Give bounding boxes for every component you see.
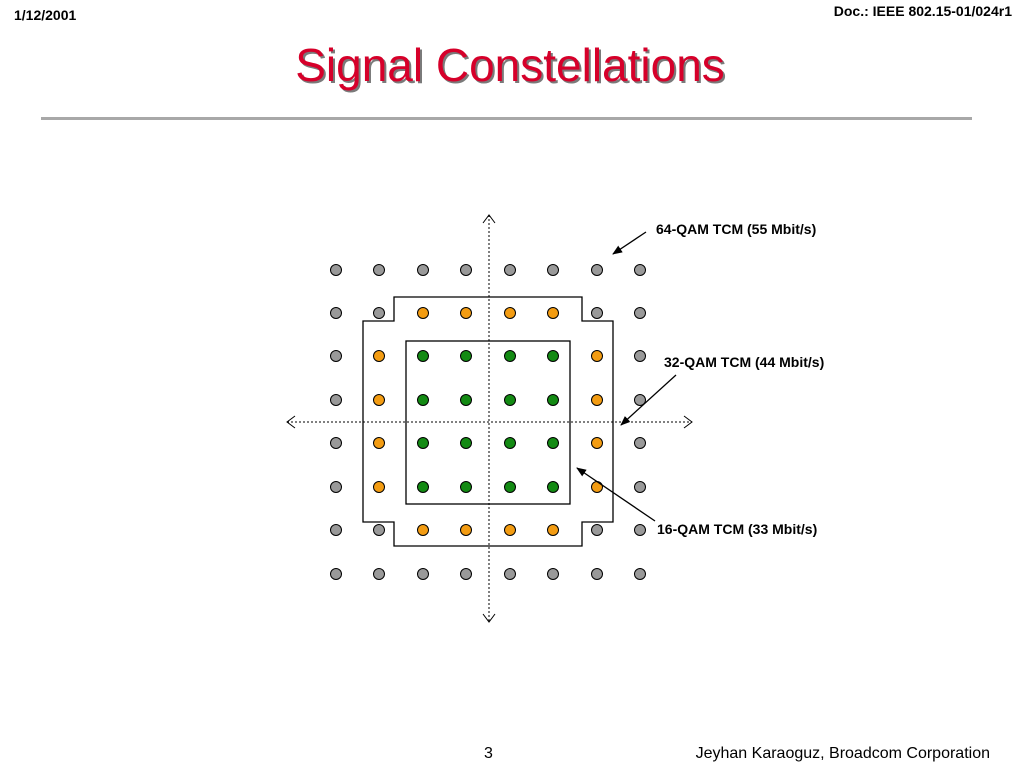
qam64-point — [504, 264, 516, 276]
qam32-point — [460, 307, 472, 319]
qam32-point — [547, 524, 559, 536]
qam64-label: 64-QAM TCM (55 Mbit/s) — [656, 221, 816, 237]
qam16-point — [547, 350, 559, 362]
qam32-point — [373, 394, 385, 406]
qam64-point — [330, 481, 342, 493]
slide-title: Signal Constellations — [295, 39, 725, 91]
qam64-point — [634, 524, 646, 536]
qam64-point — [330, 307, 342, 319]
qam32-point — [417, 524, 429, 536]
qam32-point — [373, 481, 385, 493]
axes — [286, 214, 693, 623]
qam64-point — [373, 524, 385, 536]
qam32-point — [547, 307, 559, 319]
qam64-point — [547, 264, 559, 276]
qam32-point — [417, 307, 429, 319]
right-axis-arrowhead — [683, 415, 693, 429]
qam16-arrow — [576, 467, 656, 522]
constellation-points — [330, 264, 646, 580]
qam64-point — [591, 524, 603, 536]
qam64-point — [634, 437, 646, 449]
qam64-point — [330, 524, 342, 536]
qam16-point — [460, 350, 472, 362]
qam64-point — [634, 481, 646, 493]
footer-author: Jeyhan Karaoguz, Broadcom Corporation — [695, 745, 990, 762]
qam64-point — [591, 568, 603, 580]
qam16-point — [417, 350, 429, 362]
qam64-point — [417, 264, 429, 276]
qam64-arrow — [612, 231, 647, 255]
qam16-point — [460, 437, 472, 449]
qam64-point — [634, 264, 646, 276]
qam32-point — [591, 350, 603, 362]
header-date: 1/12/2001 — [14, 7, 77, 23]
page-number: 3 — [484, 745, 493, 762]
title-divider — [41, 117, 972, 120]
qam32-point — [373, 350, 385, 362]
qam32-arrow — [620, 374, 677, 426]
qam64-point — [330, 568, 342, 580]
qam64-point — [591, 307, 603, 319]
qam32-point — [591, 394, 603, 406]
qam32-point — [591, 437, 603, 449]
qam32-boundary — [362, 296, 614, 547]
qam64-point — [460, 264, 472, 276]
top-axis-arrowhead — [482, 214, 496, 224]
qam16-point — [504, 394, 516, 406]
bottom-axis-arrowhead — [482, 613, 496, 623]
qam32-label: 32-QAM TCM (44 Mbit/s) — [664, 354, 824, 370]
qam64-point — [460, 568, 472, 580]
qam32-point — [504, 524, 516, 536]
qam32-point — [504, 307, 516, 319]
qam64-point — [634, 394, 646, 406]
qam64-point — [547, 568, 559, 580]
qam64-point — [373, 264, 385, 276]
qam64-point — [634, 350, 646, 362]
qam16-point — [417, 394, 429, 406]
qam64-point — [373, 307, 385, 319]
qam16-point — [504, 350, 516, 362]
qam64-point — [417, 568, 429, 580]
left-axis-arrowhead — [286, 415, 296, 429]
qam16-point — [417, 437, 429, 449]
qam64-point — [330, 264, 342, 276]
qam16-point — [460, 394, 472, 406]
qam64-point — [591, 264, 603, 276]
qam16-point — [547, 394, 559, 406]
qam16-point — [547, 437, 559, 449]
qam32-point — [460, 524, 472, 536]
qam64-point — [634, 307, 646, 319]
qam64-point — [330, 394, 342, 406]
qam64-point — [330, 350, 342, 362]
qam64-point — [634, 568, 646, 580]
qam16-point — [504, 437, 516, 449]
qam64-point — [504, 568, 516, 580]
qam16-boundary — [405, 340, 571, 505]
qam16-point — [417, 481, 429, 493]
qam64-point — [373, 568, 385, 580]
qam16-point — [504, 481, 516, 493]
qam16-point — [460, 481, 472, 493]
qam32-point — [373, 437, 385, 449]
header-doc-id: Doc.: IEEE 802.15-01/024r1 — [833, 3, 1012, 19]
qam64-point — [330, 437, 342, 449]
qam16-point — [547, 481, 559, 493]
qam16-label: 16-QAM TCM (33 Mbit/s) — [657, 521, 817, 537]
qam32-point — [591, 481, 603, 493]
